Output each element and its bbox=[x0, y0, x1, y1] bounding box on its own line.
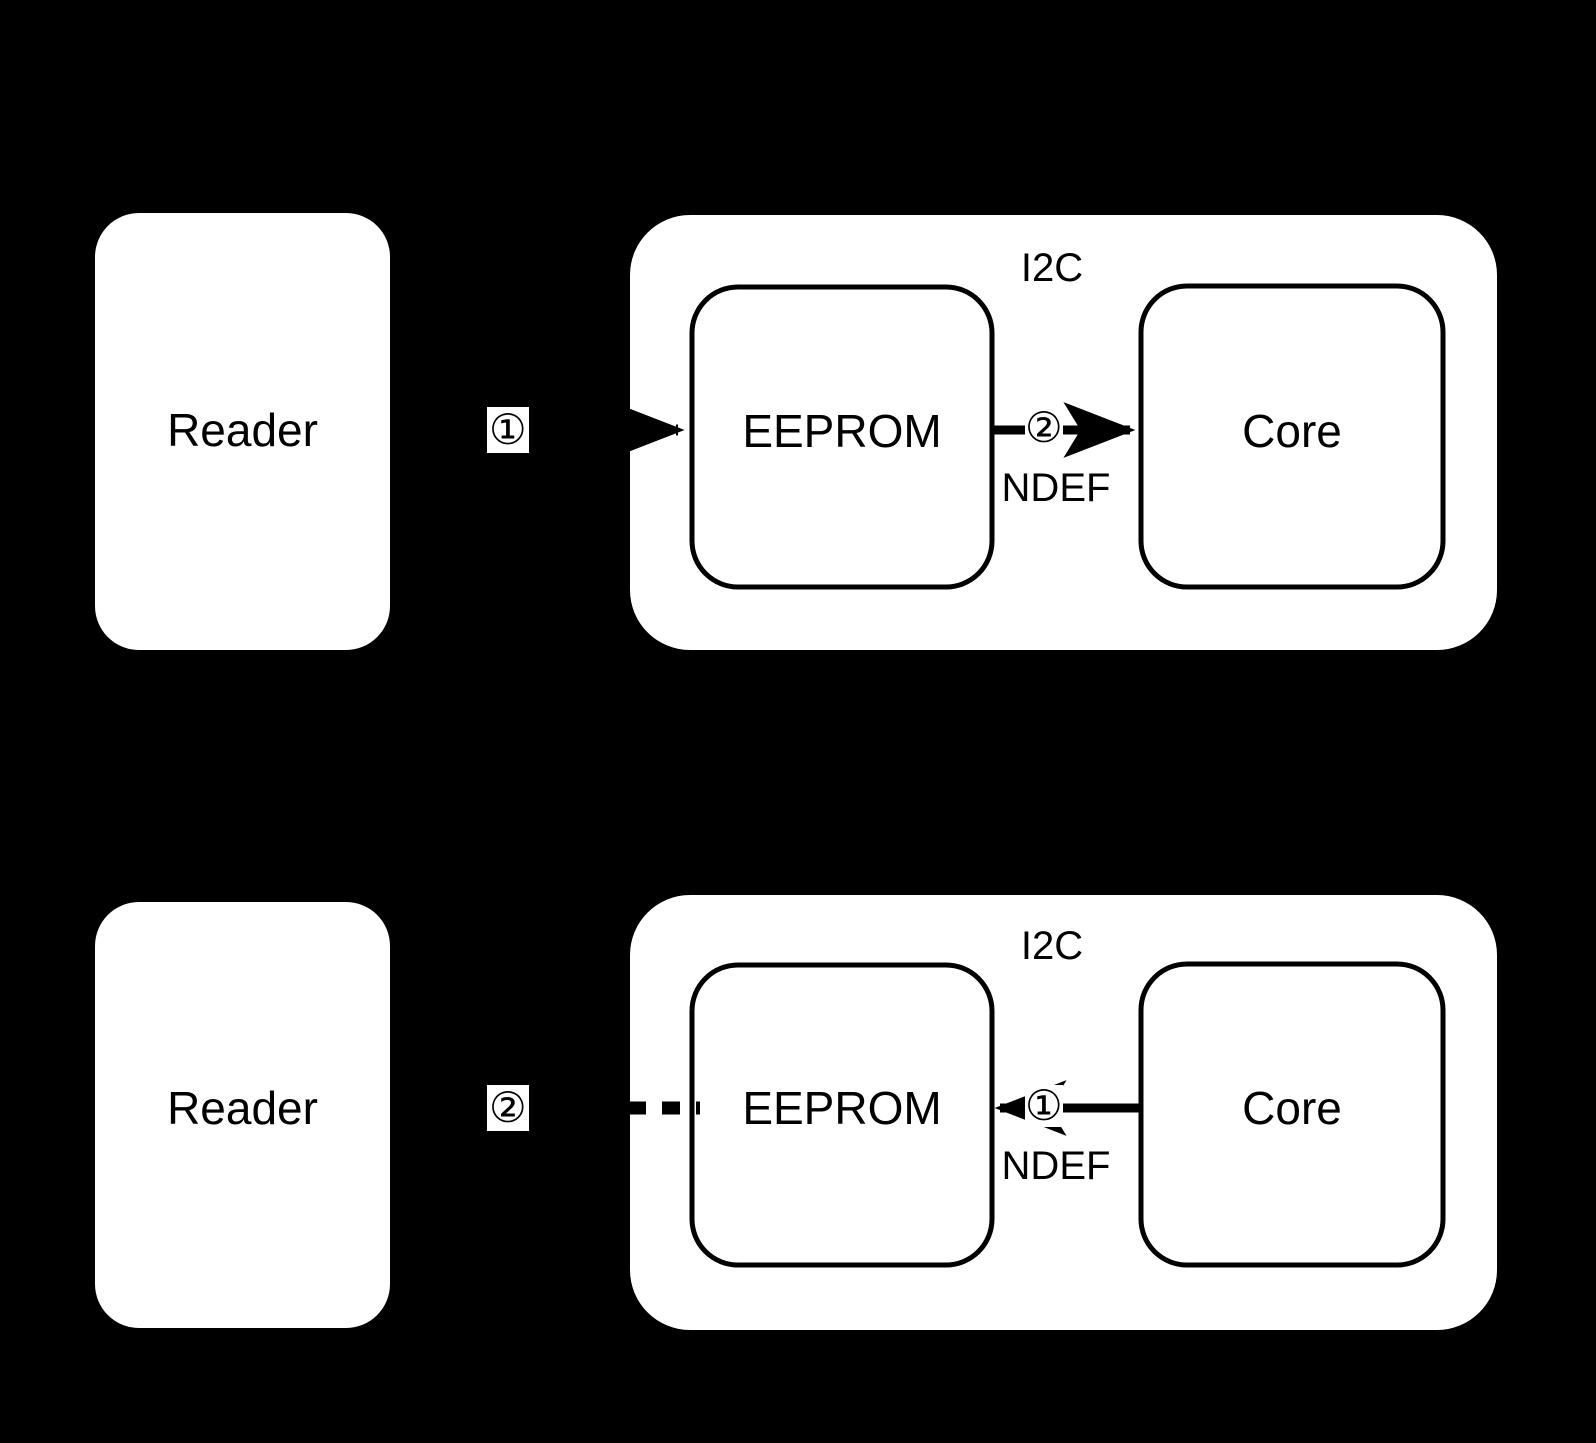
eeprom-label-top: EEPROM bbox=[742, 405, 942, 457]
eeprom-label-bottom: EEPROM bbox=[742, 1082, 942, 1134]
core-label-bottom: Core bbox=[1242, 1082, 1342, 1134]
step-marker-eeprom-to-core-top: ② bbox=[1025, 404, 1063, 451]
eeprom-box-top bbox=[689, 284, 995, 590]
step-badge-reader-to-eeprom-bottom: ② bbox=[487, 1084, 529, 1131]
reader-label-top: Reader bbox=[167, 404, 318, 456]
reader-box-top bbox=[95, 213, 390, 650]
core-box-top bbox=[1138, 283, 1446, 590]
i2c-label-top: I2C bbox=[1020, 246, 1084, 290]
step-badge-reader-to-eeprom-top: ① bbox=[487, 406, 529, 453]
panel-write-flow bbox=[95, 895, 1497, 1330]
core-label-top: Core bbox=[1242, 405, 1342, 457]
ndef-label-bottom: NDEF bbox=[1001, 1144, 1111, 1188]
core-box-bottom bbox=[1138, 961, 1446, 1268]
reader-label-bottom: Reader bbox=[167, 1082, 318, 1134]
panel-read-flow bbox=[95, 213, 1497, 650]
ndef-label-top: NDEF bbox=[1001, 466, 1111, 510]
reader-box-bottom bbox=[95, 902, 390, 1328]
step-marker-core-to-eeprom-bottom: ① bbox=[1025, 1082, 1063, 1129]
eeprom-box-bottom bbox=[689, 962, 995, 1268]
i2c-label-bottom: I2C bbox=[1020, 924, 1084, 968]
